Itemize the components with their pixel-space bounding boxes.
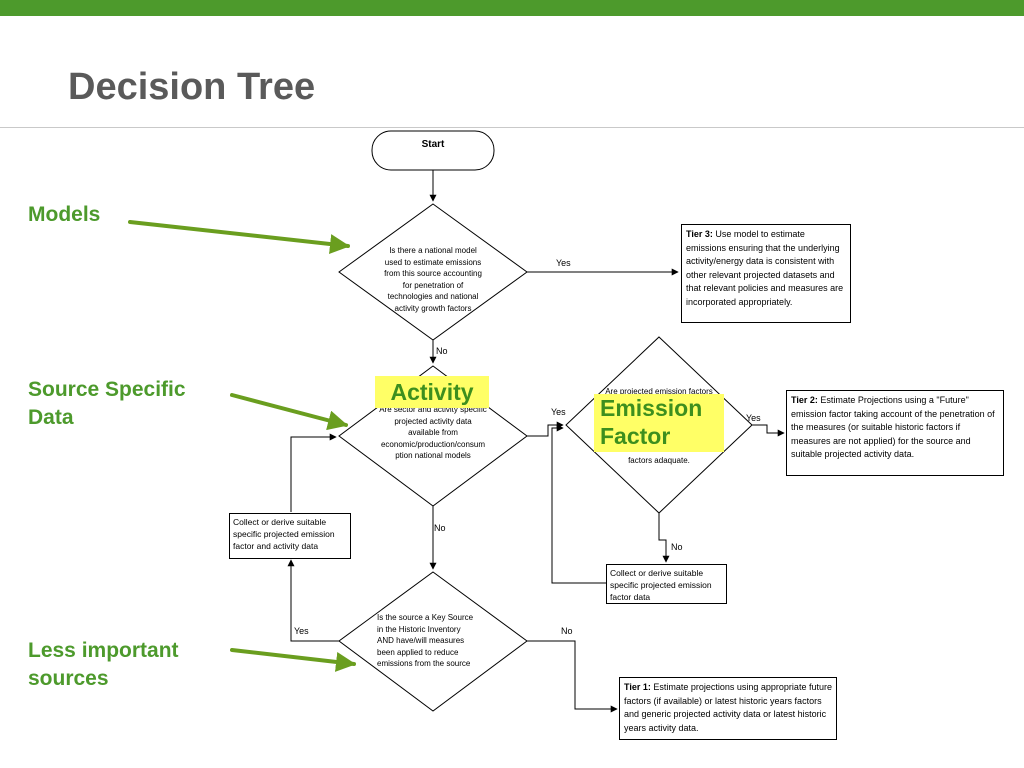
decision-4-text: Is the source a Key Source in the Histor… [377, 612, 487, 670]
decision-2-line: ption national models [395, 451, 471, 460]
decision-3-line: Are projected emission factors [605, 387, 713, 396]
start-label: Start [421, 139, 445, 150]
decision-1-line: activity growth factors [394, 303, 472, 313]
slide-title: Decision Tree [68, 66, 316, 108]
decision-4-line: in the Historic Inventory [377, 624, 461, 634]
collect-ef-activity-box: Collect or derive suitable specific proj… [229, 513, 351, 559]
tier-3-text: Use model to estimate emissions ensuring… [686, 229, 844, 307]
tier-2-box: Tier 2: Estimate Projections using a "Fu… [786, 390, 1004, 476]
decision-2-line: available from [408, 428, 458, 437]
top-accent-bar [0, 0, 1024, 16]
connector-d4-tier1 [527, 640, 618, 713]
emission-factor-line: Emission [600, 395, 703, 421]
decision-3-line: factors adaquate. [628, 456, 690, 465]
edge-label-d4-no: No [561, 626, 573, 636]
connector-d3-collect [658, 513, 670, 563]
connector-d2-d3 [527, 421, 564, 437]
decision-1-line: for penetration of [402, 280, 464, 290]
connector-d4-collect [287, 559, 339, 642]
tier-1-label: Tier 1: [624, 682, 651, 692]
decision-2-line: Are sector and activity specific [379, 405, 487, 414]
decision-1-line: from this source accounting [384, 269, 482, 278]
decision-1-line: technologies and national [387, 292, 479, 301]
edge-label-d3-yes: Yes [746, 413, 761, 423]
collect-ef-box: Collect or derive suitable specific proj… [606, 564, 727, 604]
edge-label-d2-yes: Yes [551, 407, 566, 417]
decision-4-line: Is the source a Key Source [377, 613, 474, 622]
tier-2-label: Tier 2: [791, 395, 818, 405]
source-data-arrow [230, 393, 348, 431]
decision-4-shape [338, 571, 528, 712]
edge-label-d4-yes: Yes [294, 626, 309, 636]
source-specific-data-annotation: Source Specific Data [28, 376, 186, 432]
connector-collect-d3 [551, 424, 606, 584]
activity-highlight: Activity [375, 376, 489, 408]
annotation-line: Source Specific [28, 378, 186, 401]
emission-factor-highlight: Emission Factor [594, 394, 724, 452]
models-annotation: Models [28, 203, 101, 226]
decision-2-line: economic/production/consum [380, 439, 486, 449]
connector-collect-d2 [290, 433, 337, 512]
tier-2-text: Estimate Projections using a "Future" em… [791, 395, 995, 459]
emission-factor-line: Factor [600, 423, 671, 449]
edge-label-d3-no: No [671, 542, 683, 552]
decision-1-line: Is there a national model [389, 246, 477, 255]
annotation-line: Data [28, 406, 74, 429]
title-divider [0, 127, 1024, 128]
less-important-arrow [230, 648, 356, 672]
decision-1-text: Is there a national model used to estima… [363, 245, 503, 314]
less-important-sources-annotation: Less important sources [28, 637, 179, 693]
annotation-line: Less important [28, 639, 179, 662]
decision-4-line: been applied to reduce [377, 647, 459, 657]
tier-3-label: Tier 3: [686, 229, 713, 239]
start-terminator [371, 130, 495, 171]
edge-label-d2-no: No [434, 523, 446, 533]
tier-3-box: Tier 3: Use model to estimate emissions … [681, 224, 851, 323]
tier-1-box: Tier 1: Estimate projections using appro… [619, 677, 837, 740]
tier-1-text: Estimate projections using appropriate f… [624, 682, 832, 733]
edge-label-d1-yes: Yes [556, 258, 571, 268]
edge-label-d1-no: No [436, 346, 448, 356]
annotation-line: sources [28, 667, 109, 690]
decision-4-line: emissions from the source [377, 659, 471, 668]
decision-4-line: AND have/will measures [377, 636, 465, 645]
decision-1-line: used to estimate emissions [384, 257, 482, 267]
decision-2-text: Are sector and activity specific project… [363, 404, 503, 462]
models-arrow [128, 220, 350, 254]
connector-d3-tier2 [752, 424, 785, 437]
decision-2-line: projected activity data [394, 416, 472, 426]
